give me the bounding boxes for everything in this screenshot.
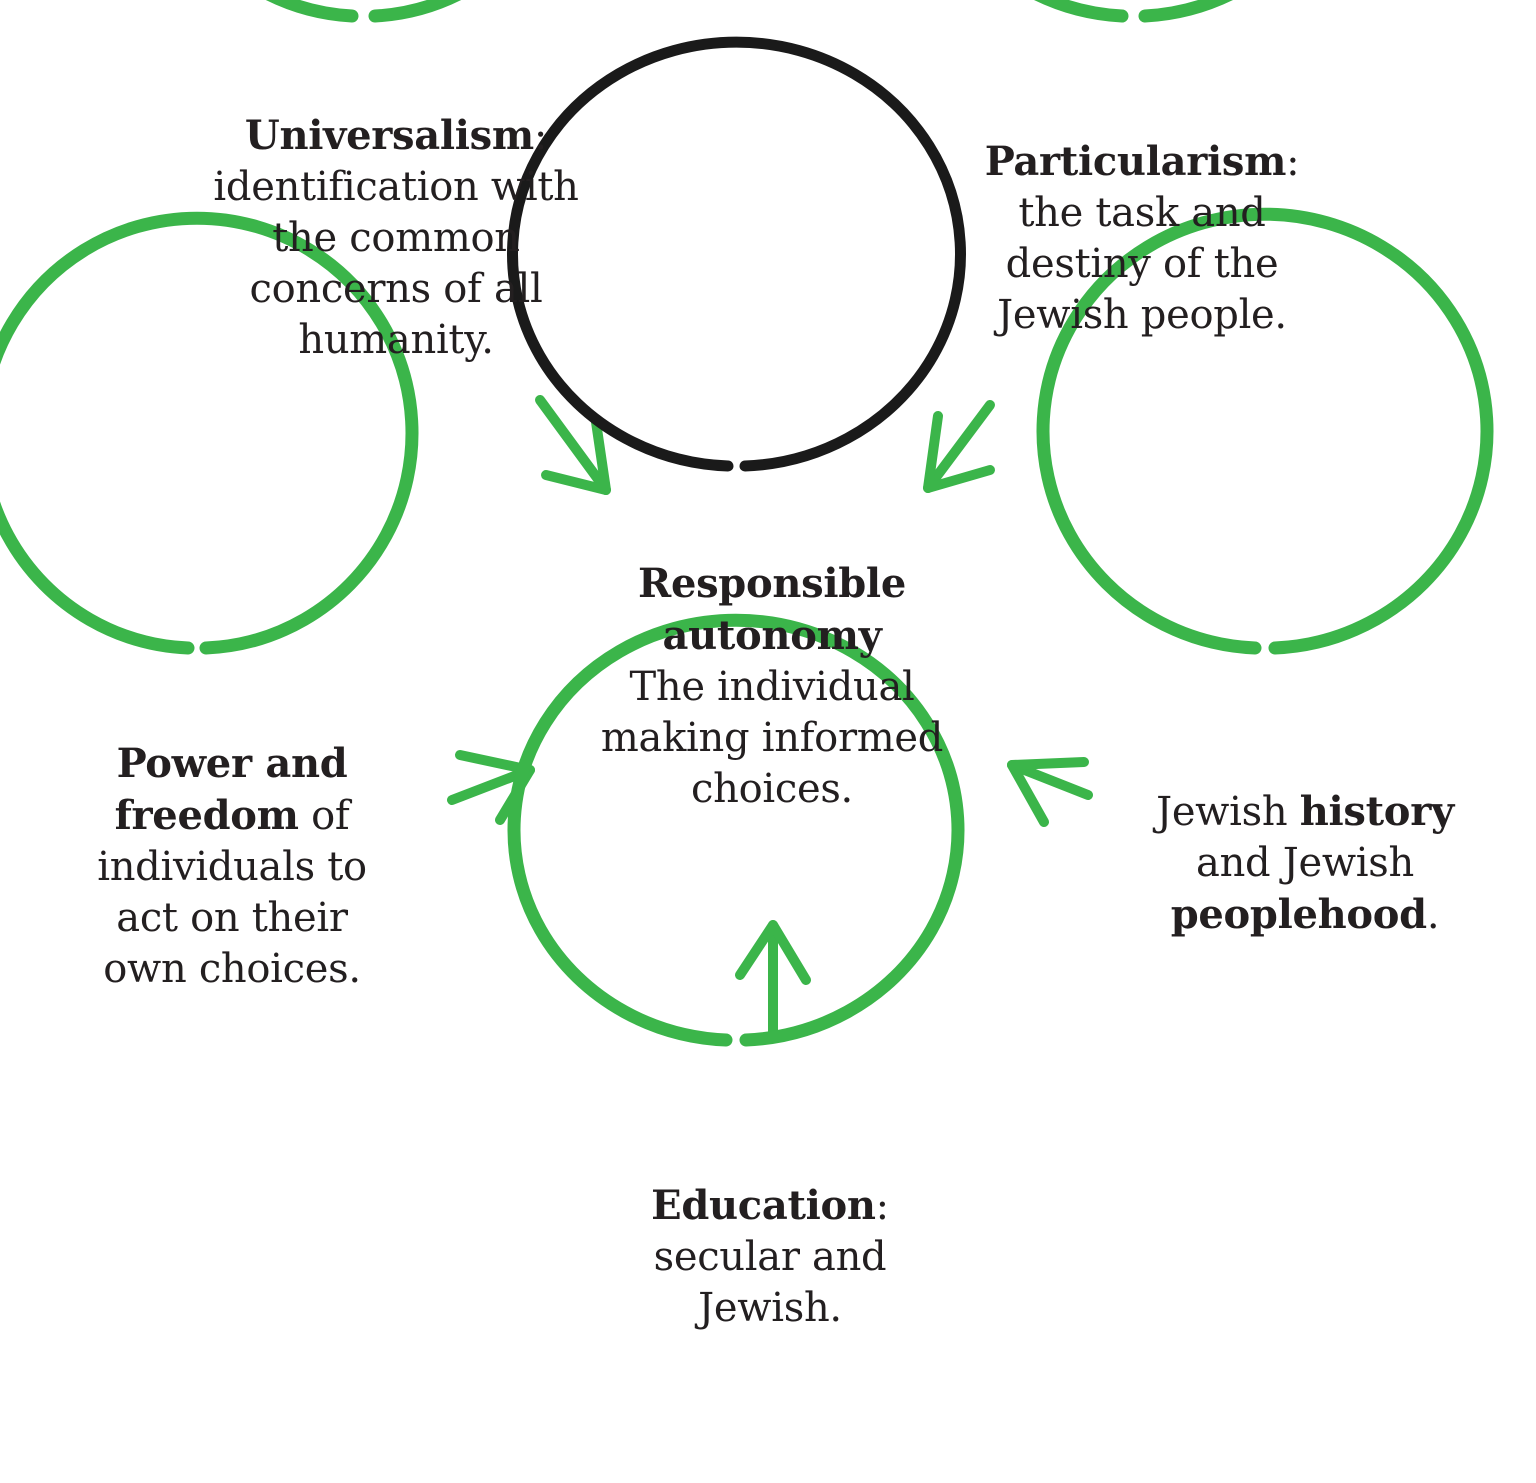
- ring-history: [1036, 207, 1494, 655]
- history-line2: and Jewish: [1196, 840, 1414, 886]
- education-line1: secular and: [653, 1234, 887, 1280]
- particularism-colon: :: [1286, 139, 1300, 185]
- ring-center: [507, 36, 966, 472]
- power-line5: own choices.: [103, 946, 361, 992]
- center-title-line2: autonomy: [662, 612, 882, 659]
- ring-education: [507, 613, 965, 1047]
- universalism-line4: humanity.: [298, 317, 494, 363]
- arrow-particularism-to-center: [923, 400, 995, 493]
- education-term: Education: [651, 1182, 876, 1229]
- center-body-line3: choices.: [691, 766, 853, 812]
- particularism-term: Particularism: [984, 138, 1287, 185]
- center-body-line1: The individual: [629, 664, 915, 710]
- power-line2-bold: freedom: [114, 792, 299, 839]
- education-colon: :: [875, 1183, 889, 1229]
- power-line2-rest: of: [298, 793, 350, 839]
- center-node-text: Responsible autonomy The individual maki…: [572, 558, 972, 815]
- history-node-text: Jewish history and Jewish peoplehood.: [1105, 786, 1505, 941]
- power-line1-bold: Power and: [116, 740, 348, 787]
- arrow-universalism-to-center: [535, 395, 611, 495]
- particularism-line2: destiny of the: [1005, 241, 1279, 287]
- ring-power: [0, 211, 419, 655]
- education-node-text: Education: secular and Jewish.: [570, 1180, 970, 1334]
- ring-particularism: [1034, 0, 1233, 23]
- education-line2: Jewish.: [698, 1285, 842, 1331]
- universalism-line3: concerns of all: [249, 266, 543, 312]
- particularism-line3: Jewish people.: [997, 292, 1287, 338]
- history-line1-bold: history: [1299, 788, 1454, 835]
- universalism-node-text: Universalism: identification with the co…: [196, 110, 596, 366]
- particularism-node-text: Particularism: the task and destiny of t…: [942, 136, 1342, 341]
- ring-universalism: [265, 0, 462, 23]
- arrow-education-to-center: [735, 920, 811, 1037]
- history-line3-rest: .: [1426, 892, 1440, 938]
- arrow-history-to-center: [1007, 757, 1093, 827]
- universalism-line2: the common: [272, 215, 520, 261]
- particularism-line1: the task and: [1018, 190, 1266, 236]
- universalism-term: Universalism: [244, 112, 534, 159]
- history-line1-pre: Jewish: [1156, 789, 1300, 835]
- center-title-line1: Responsible: [638, 560, 906, 607]
- universalism-line1: identification with: [213, 164, 579, 210]
- universalism-colon: :: [533, 113, 548, 159]
- power-line4: act on their: [116, 895, 348, 941]
- power-line3: individuals to: [97, 844, 367, 890]
- power-node-text: Power and freedom of individuals to act …: [32, 738, 432, 995]
- center-body-line2: making informed: [600, 715, 944, 761]
- history-line3-bold: peoplehood: [1170, 891, 1427, 938]
